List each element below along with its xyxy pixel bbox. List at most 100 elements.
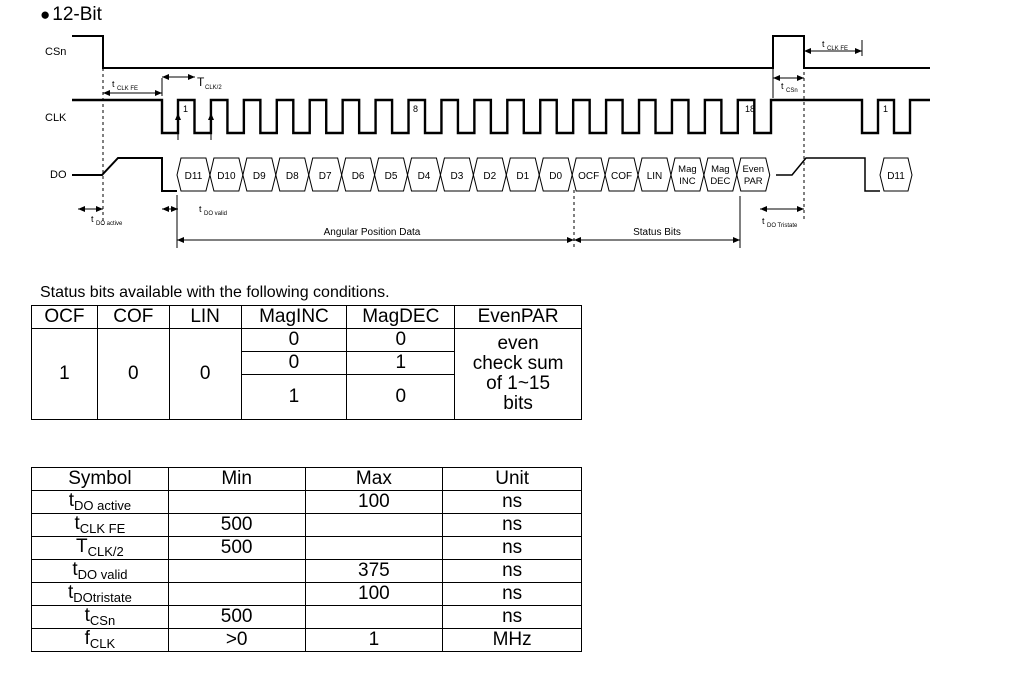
header-cell: MagINC [240,305,348,329]
tclk2-label-sub: CLK/2 [205,85,222,91]
min-cell: >0 [167,628,306,652]
bit-label: D11 [887,171,905,182]
bit-label: D10 [217,171,236,182]
status-span-label: Status Bits [633,227,681,238]
bit-label: OCF [578,171,599,182]
evenpar-line: check sum [472,353,564,375]
bit-label: D5 [385,171,398,182]
symbol-subscript: CSn [89,613,116,629]
symbol-cell: TCLK/2 [31,536,169,560]
tdo-active-dim-arrow [96,206,103,212]
bit-label: D6 [352,171,365,182]
bit-label: D8 [286,171,299,182]
lin-cell: 0 [168,328,242,420]
tclkfe-left-dim-arrow [103,90,110,96]
maginc-cell: 0 [240,351,348,375]
unit-cell: MHz [442,628,582,652]
clock-marker-8: 8 [413,104,418,114]
header-cell: EvenPAR [454,305,582,329]
header-cell: OCF [31,305,98,329]
symbol-base: T [76,536,88,558]
tcsn-label-sub: CSn [786,88,798,94]
min-cell: 500 [167,536,306,560]
max-cell [304,605,444,629]
symbol-cell: tCSn [31,605,169,629]
symbol-subscript: DO active [74,498,132,514]
do-tristate-line [776,157,880,192]
bit-label: Mag [678,164,696,175]
symbol-cell: tCLK FE [31,513,169,537]
maginc-cell: 1 [240,374,348,420]
tdo-tristate-dim-arrow [760,206,767,212]
header-cell: MagDEC [346,305,456,329]
symbol-base: t [68,582,74,604]
do-lead-line [72,157,177,192]
page-heading: ●12-Bit [40,4,102,26]
symbol-subscript: CLK [89,636,116,652]
header-cell: LIN [168,305,242,329]
max-cell: 1 [304,628,444,652]
tclk2-dim-arrow [162,74,169,80]
bit-label: INC [679,176,696,187]
clock-marker-1b: 1 [883,104,888,114]
max-cell: 100 [304,582,444,606]
header-cell: Symbol [31,467,169,491]
tdo-active-label-base: t [91,214,94,224]
bit-label: Even [742,164,764,175]
csn-line [72,35,930,69]
magdec-cell: 0 [346,328,456,352]
angular-span-label: Angular Position Data [324,227,421,238]
symbol-cell: tDO active [31,490,169,514]
unit-cell: ns [442,559,582,583]
symbol-base: t [68,490,74,512]
table-row: 1 0 0 0 0 even check sum of 1~15 bits [31,328,582,420]
heading-text: 12-Bit [52,4,102,25]
min-cell: 500 [167,605,306,629]
clock-marker-18: 18 [745,104,755,114]
symbol-subscript: DOtristate [73,590,132,606]
table-row: 1 0 [32,374,582,420]
tdo-active-label-sub: DO active [96,221,123,227]
symbol-base: t [84,605,90,627]
tclkfe-left-label-base: t [112,79,115,89]
bit-label: LIN [647,171,663,182]
angular-span-dim-arrow [567,237,574,243]
max-cell: 375 [304,559,444,583]
cof-cell: 0 [96,328,170,420]
tclk2-label-base: T [197,75,205,89]
signal-label-do: DO [50,169,67,181]
tdo-tristate-dim-arrow [797,206,804,212]
magdec-cell: 0 [346,374,456,420]
bit-label: COF [611,171,632,182]
bit-label: D3 [451,171,464,182]
tdo-valid-dim-arrow [171,206,178,212]
tcsn-label-base: t [781,81,784,91]
tclkfe-right-dim-arrow [804,48,811,54]
header-cell: Unit [442,467,582,491]
maginc-cell: 0 [240,328,348,352]
table-header-row: Symbol Min Max Unit [31,467,582,491]
bit-label: D7 [319,171,332,182]
tcsn-dim-arrow [797,75,804,81]
min-cell [167,490,306,514]
bit-cell [879,157,913,192]
bit-label: D1 [516,171,529,182]
tdo-valid-label-sub: DO valid [204,211,227,217]
unit-cell: ns [442,605,582,629]
symbol-base: t [72,559,78,581]
min-cell [167,559,306,583]
symbol-base: t [74,513,80,535]
status-span-dim-arrow [574,237,581,243]
tclkfe-right-label-sub: CLK FE [827,46,848,52]
tdo-valid-label-base: t [199,204,202,214]
symbol-subscript: DO valid [77,567,128,583]
tclkfe-right-label-base: t [822,39,825,49]
header-cell: Max [304,467,444,491]
